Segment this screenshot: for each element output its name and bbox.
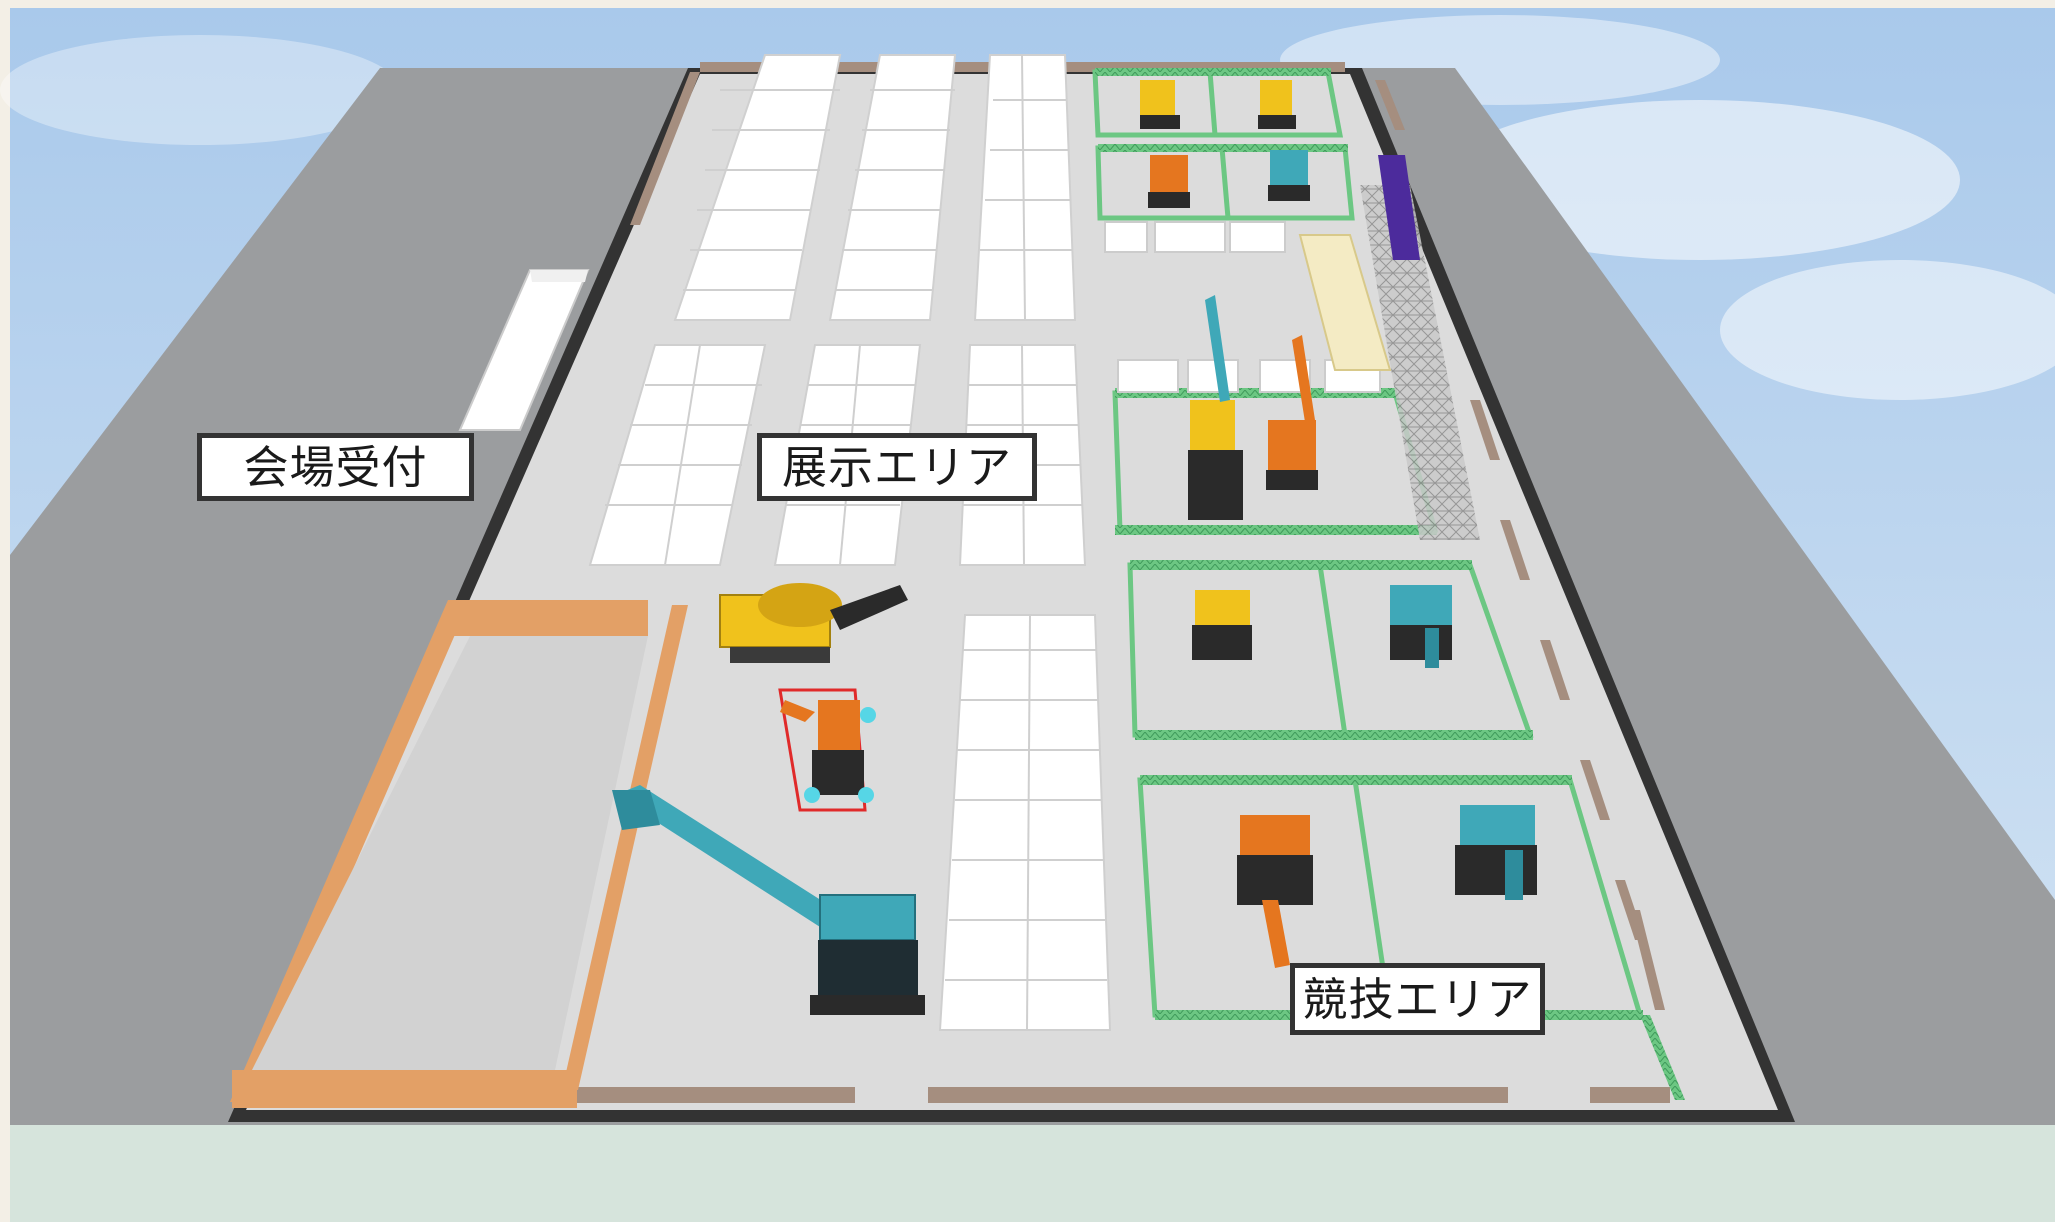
competition-excavators [1140,80,1537,968]
cloud [0,35,400,145]
exhibition-area-label: 展示エリア [757,433,1037,501]
scaffolding [1360,185,1480,540]
cloud [1440,100,1960,260]
long-reach-excavator [612,785,925,1015]
cream-tent [1298,234,1392,371]
purple-block [1378,155,1420,260]
competition-area-label: 競技エリア [1290,963,1545,1035]
bottom-band [10,1125,2055,1222]
selected-excavator [778,688,876,812]
reception-area-label: 会場受付 [197,433,474,501]
exhibition-booths-top [673,54,1077,321]
orange-fenced-area [230,600,688,1108]
exhibition-booths-lower [938,614,1112,1031]
yellow-crusher-machine [719,583,908,663]
cloud [1720,260,2055,400]
competition-panels [1104,221,1381,393]
